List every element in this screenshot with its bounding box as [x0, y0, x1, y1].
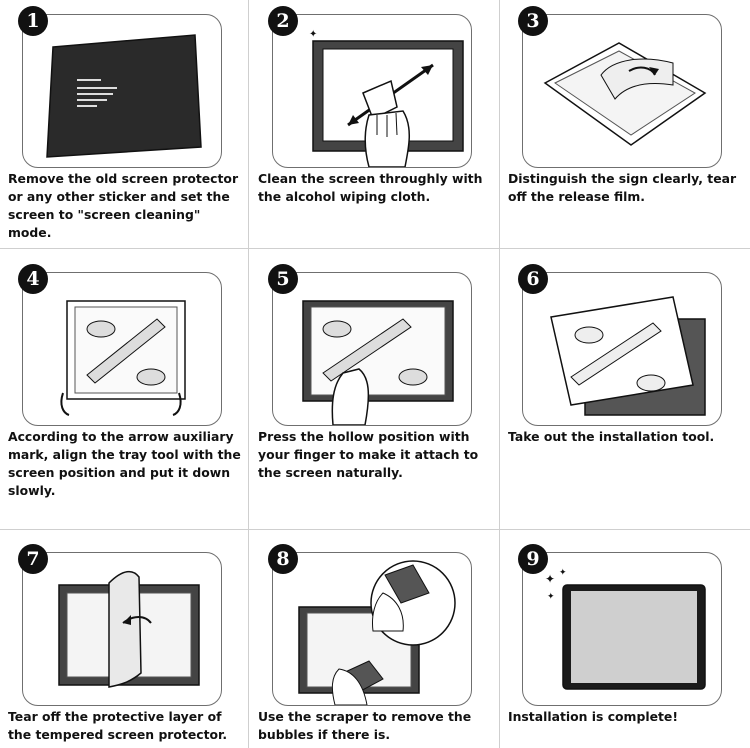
step-3-number-badge: 3	[518, 6, 548, 36]
cleaning-screen-illustration: ✦	[309, 29, 464, 167]
align-tray-illustration	[60, 300, 186, 416]
svg-text:✦: ✦	[559, 568, 567, 578]
step-7-number-badge: 7	[18, 544, 48, 574]
step-5-illustration-frame	[272, 272, 472, 426]
svg-text:✦: ✦	[545, 572, 555, 586]
step-3-illustration-frame	[522, 14, 722, 168]
svg-text:✦: ✦	[309, 29, 317, 40]
remove-tool-illustration	[550, 296, 706, 416]
row-divider	[0, 248, 750, 249]
step-9-number-badge: 9	[518, 544, 548, 574]
tear-protective-layer-illustration	[58, 570, 200, 688]
press-hollow-illustration	[302, 300, 454, 425]
column-divider	[499, 0, 500, 748]
step-5-caption: Press the hollow position with your fing…	[258, 429, 479, 480]
step-8-number-badge: 8	[268, 544, 298, 574]
step-7-caption: Tear off the protective layer of the tem…	[8, 709, 228, 742]
old-screen-protector-illustration	[46, 34, 202, 158]
step-2-number-badge: 2	[268, 6, 298, 36]
step-4-illustration-frame	[22, 272, 222, 426]
release-film-illustration	[543, 42, 707, 146]
svg-text:✦: ✦	[547, 592, 555, 602]
scraper-bubbles-illustration	[298, 560, 456, 705]
step-2-caption: Clean the screen throughly with the alco…	[258, 171, 483, 204]
step-9-illustration-frame: ✦ ✦ ✦	[522, 552, 722, 706]
step-6-number-badge: 6	[518, 264, 548, 294]
installation-complete-illustration: ✦ ✦ ✦	[545, 568, 706, 690]
step-6-illustration-frame	[522, 272, 722, 426]
step-8-illustration-frame	[272, 552, 472, 706]
step-9-caption: Installation is complete!	[508, 709, 678, 724]
step-4-caption: According to the arrow auxiliary mark, a…	[8, 429, 241, 498]
step-8-caption: Use the scraper to remove the bubbles if…	[258, 709, 472, 742]
step-7-illustration-frame	[22, 552, 222, 706]
step-1-number-badge: 1	[18, 6, 48, 36]
step-1-caption: Remove the old screen protector or any o…	[8, 171, 239, 240]
step-3-caption: Distinguish the sign clearly, tear off t…	[508, 171, 737, 204]
step-1-illustration-frame	[22, 14, 222, 168]
step-2-illustration-frame: ✦	[272, 14, 472, 168]
column-divider	[248, 0, 249, 748]
step-4-number-badge: 4	[18, 264, 48, 294]
step-6-caption: Take out the installation tool.	[508, 429, 715, 444]
row-divider	[0, 529, 750, 530]
step-5-number-badge: 5	[268, 264, 298, 294]
